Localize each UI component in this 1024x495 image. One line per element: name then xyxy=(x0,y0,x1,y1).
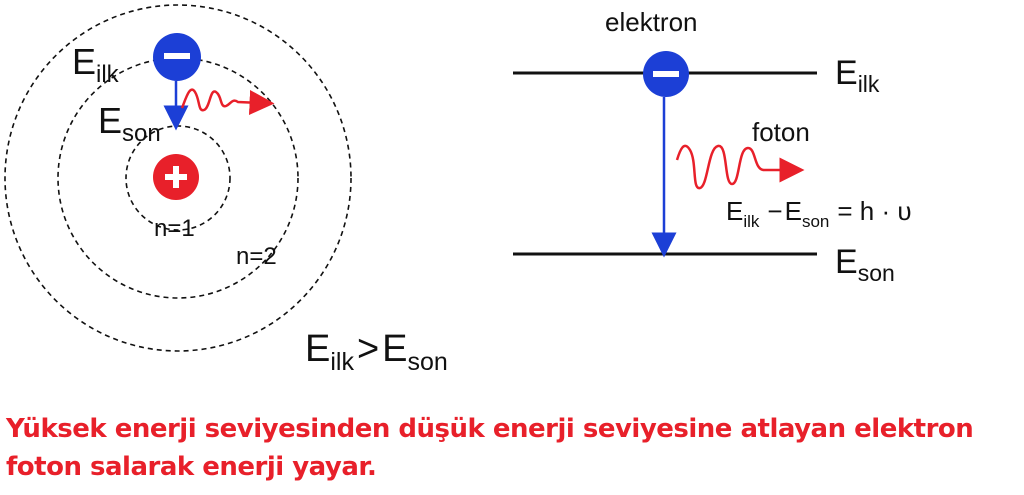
label-n1: n=1 xyxy=(154,215,195,242)
label-foton: foton xyxy=(752,117,810,147)
label-n2: n=2 xyxy=(236,243,277,270)
photon-wave-left xyxy=(182,90,262,111)
label-e-son-right: Eson xyxy=(835,243,895,286)
label-elektron: elektron xyxy=(605,7,698,37)
label-e-ilk-right: Eilk xyxy=(835,54,880,97)
energy-level-diagram: elektron foton Eilk−Eson= h · υ Eilk Eso… xyxy=(513,7,912,286)
energy-inequality: Eilk>Eson xyxy=(305,328,448,376)
caption-text: Yüksek enerji seviyesinden düşük enerji … xyxy=(6,410,1018,486)
label-e-son-left: Eson xyxy=(98,100,161,147)
label-e-ilk-left: Eilk xyxy=(72,41,120,88)
nucleus xyxy=(153,154,199,200)
energy-equation: Eilk−Eson= h · υ xyxy=(726,196,912,231)
photon-wave-right xyxy=(677,146,792,188)
bohr-atom: Eilk Eson n=1 n=2 xyxy=(5,5,351,351)
electron-right xyxy=(643,51,689,97)
electron-left xyxy=(153,33,201,81)
